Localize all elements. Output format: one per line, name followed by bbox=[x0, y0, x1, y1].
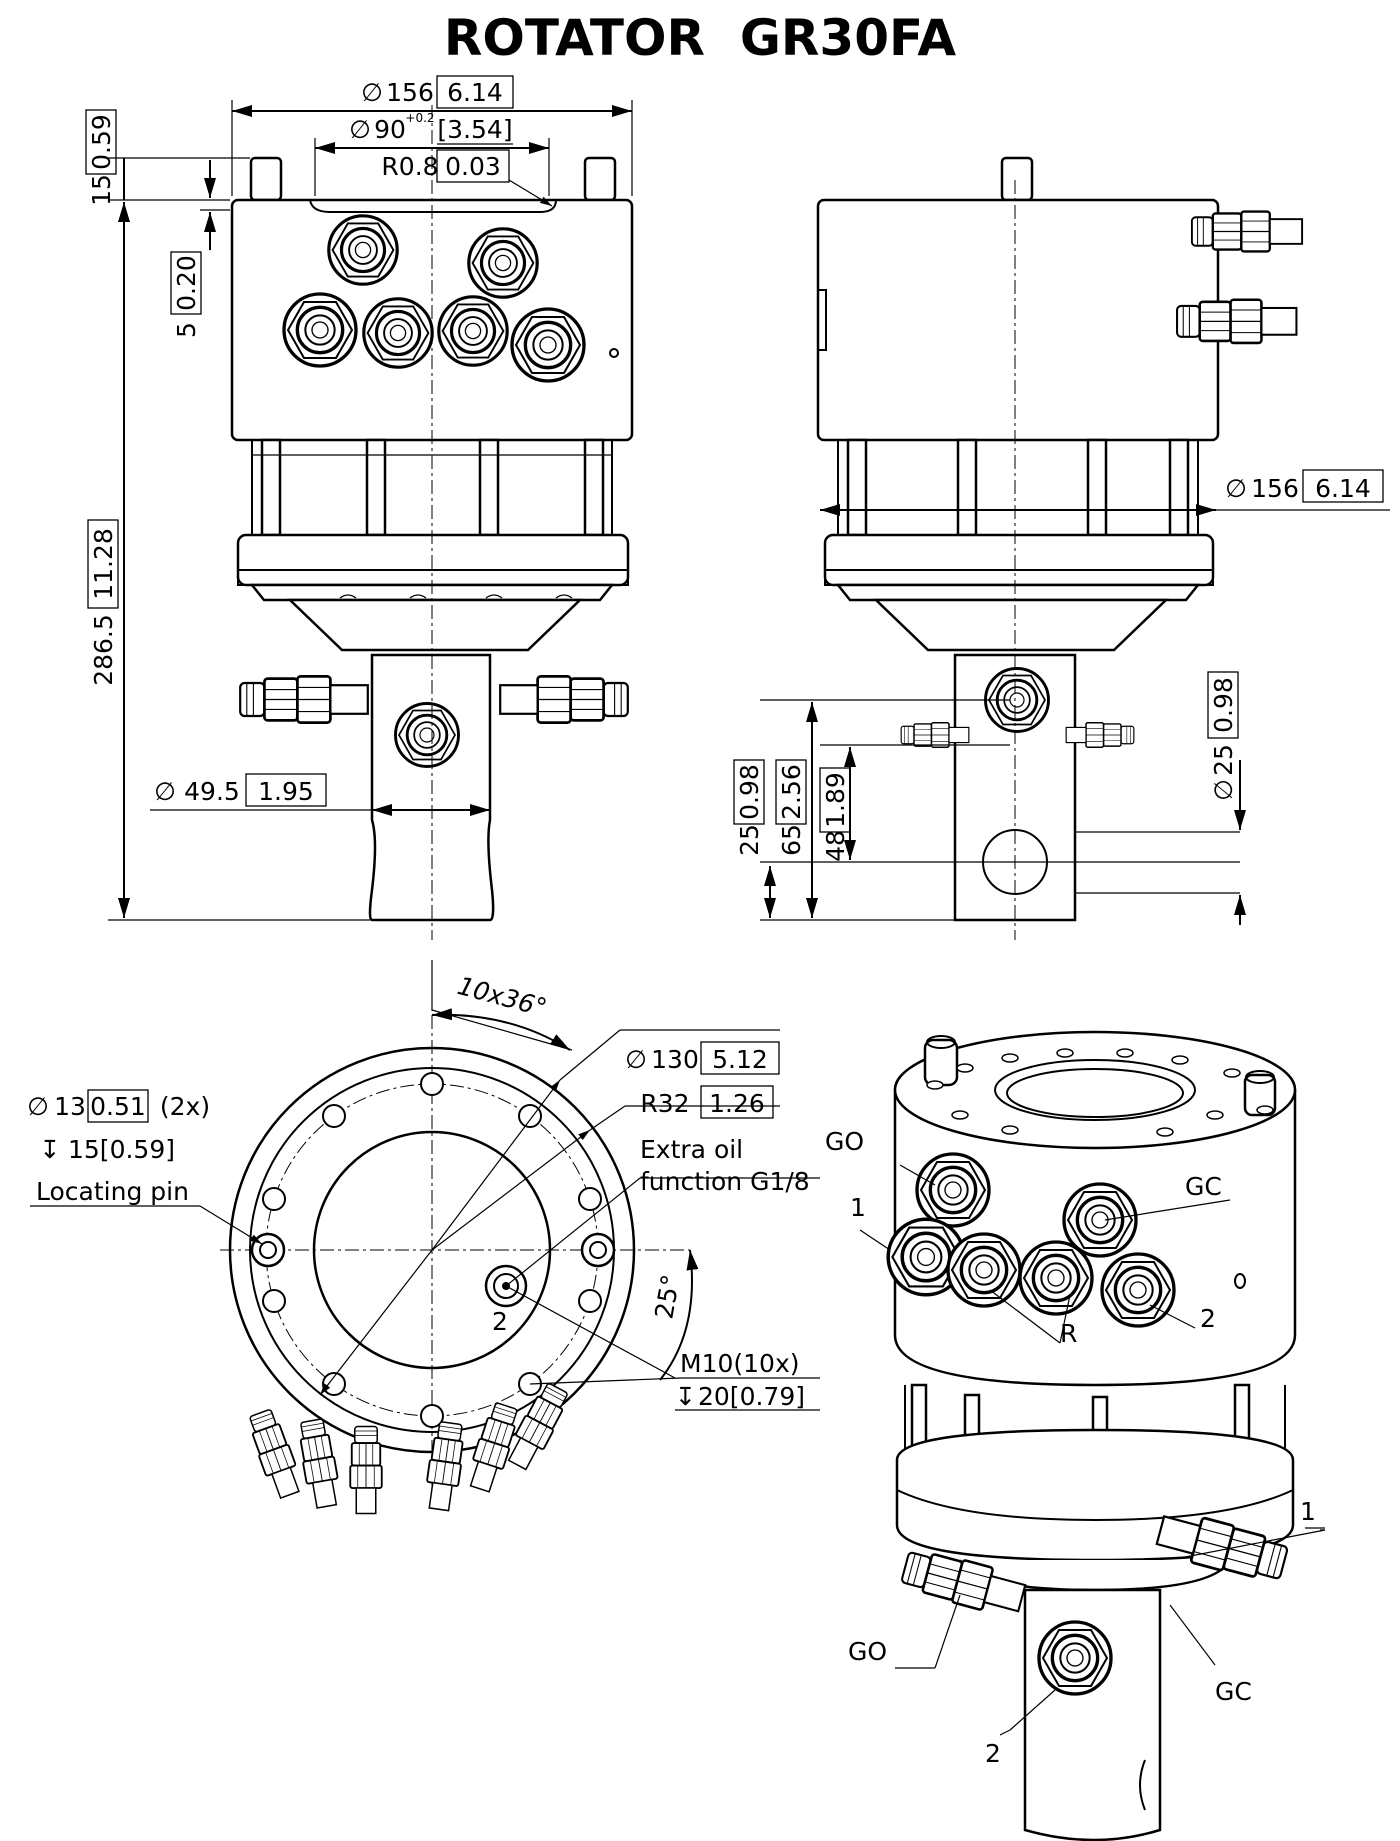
isometric-view: GO GC 1 R 2 1 GO GC 2 bbox=[825, 1030, 1326, 1841]
dia-156-mm: 156 bbox=[386, 78, 434, 107]
h65-inch: 2.56 bbox=[777, 764, 806, 820]
side-view: ∅ 156 6.14 25 0.98 65 2.56 48 1.89 bbox=[733, 156, 1390, 940]
pin-dia-symbol: ∅ bbox=[27, 1092, 49, 1121]
dia-49-inch: 1.95 bbox=[258, 777, 314, 806]
h48-inch: 1.89 bbox=[821, 772, 850, 828]
pin-qty: (2x) bbox=[160, 1092, 210, 1121]
r32-inch: 1.26 bbox=[709, 1089, 765, 1118]
thread-depth-value: 20[0.79] bbox=[698, 1382, 805, 1411]
drawing-title: ROTATOR GR30FA bbox=[444, 9, 957, 67]
locating-pin-label: Locating pin bbox=[36, 1177, 189, 1206]
h65-mm: 65 bbox=[777, 824, 806, 856]
pin-dia-mm: 13 bbox=[54, 1092, 86, 1121]
dia-90-mm: 90 bbox=[374, 115, 406, 144]
side-dia-156-mm: 156 bbox=[1251, 474, 1299, 503]
r08-mm: R0.8 bbox=[381, 152, 438, 181]
top-view: 10x36° ∅ 130 5.12 R32 1.26 Extra oil fun… bbox=[27, 960, 820, 1515]
pin-dia-inch: 0.51 bbox=[90, 1092, 146, 1121]
side-dia-156-symbol: ∅ bbox=[1225, 474, 1247, 503]
side-dia-25-inch: 0.98 bbox=[1209, 677, 1238, 733]
label-port-1-top: 1 bbox=[850, 1193, 866, 1222]
port-2-top-view: 2 bbox=[492, 1307, 508, 1336]
dia-156-inch: 6.14 bbox=[447, 78, 503, 107]
dia-90-symbol: ∅ bbox=[349, 115, 371, 144]
h48-mm: 48 bbox=[821, 830, 850, 862]
dia-156-symbol: ∅ bbox=[361, 78, 383, 107]
h286-inch: 11.28 bbox=[89, 528, 118, 600]
h15-mm: 15 bbox=[87, 174, 116, 206]
dia-130-symbol: ∅ bbox=[625, 1045, 647, 1074]
bolt-holes bbox=[262, 1072, 602, 1428]
angle-25-label: 25° bbox=[649, 1272, 685, 1321]
h25-inch: 0.98 bbox=[735, 764, 764, 820]
label-go-top: GO bbox=[825, 1127, 864, 1156]
pin-depth-value: 15[0.59] bbox=[68, 1135, 175, 1164]
label-gc-bottom: GC bbox=[1215, 1677, 1252, 1706]
extra-oil-label-line1: Extra oil bbox=[640, 1135, 743, 1164]
thread-depth-symbol: ↧ bbox=[675, 1382, 696, 1411]
h286-mm: 286.5 bbox=[89, 614, 118, 686]
h5-mm: 5 bbox=[172, 322, 201, 338]
label-port-2-bottom: 2 bbox=[985, 1739, 1001, 1768]
label-port-1-bottom: 1 bbox=[1300, 1497, 1316, 1526]
dia-49-mm: 49.5 bbox=[184, 777, 240, 806]
dia-90-tolerance: +0.2 bbox=[405, 111, 434, 125]
dia-130-inch: 5.12 bbox=[712, 1045, 768, 1074]
thread-label: M10(10x) bbox=[680, 1349, 800, 1378]
label-go-bottom: GO bbox=[848, 1637, 887, 1666]
dia-90-inch: [3.54] bbox=[437, 115, 512, 144]
angle-pitch-label: 10x36° bbox=[455, 971, 550, 1023]
dia-49-symbol: ∅ bbox=[154, 777, 176, 806]
label-port-r: R bbox=[1060, 1319, 1077, 1348]
extra-oil-label-line2: function G1/8 bbox=[640, 1167, 810, 1196]
side-dia-25-symbol: ∅ bbox=[1209, 779, 1238, 801]
r08-inch: 0.03 bbox=[445, 152, 501, 181]
side-dia-25-mm: 25 bbox=[1209, 744, 1238, 776]
front-view: ∅ 156 6.14 ∅ 90 +0.2 [3.54] R0.8 0.03 15… bbox=[85, 75, 634, 940]
pin-depth-symbol: ↧ bbox=[40, 1135, 61, 1164]
r32-mm: R32 bbox=[640, 1089, 689, 1118]
dia-130-mm: 130 bbox=[651, 1045, 699, 1074]
h25-mm: 25 bbox=[735, 824, 764, 856]
h5-inch: 0.20 bbox=[172, 255, 201, 311]
label-port-2-top: 2 bbox=[1200, 1304, 1216, 1333]
side-dia-156-inch: 6.14 bbox=[1315, 474, 1371, 503]
h15-inch: 0.59 bbox=[87, 114, 116, 170]
label-gc-top: GC bbox=[1185, 1172, 1222, 1201]
